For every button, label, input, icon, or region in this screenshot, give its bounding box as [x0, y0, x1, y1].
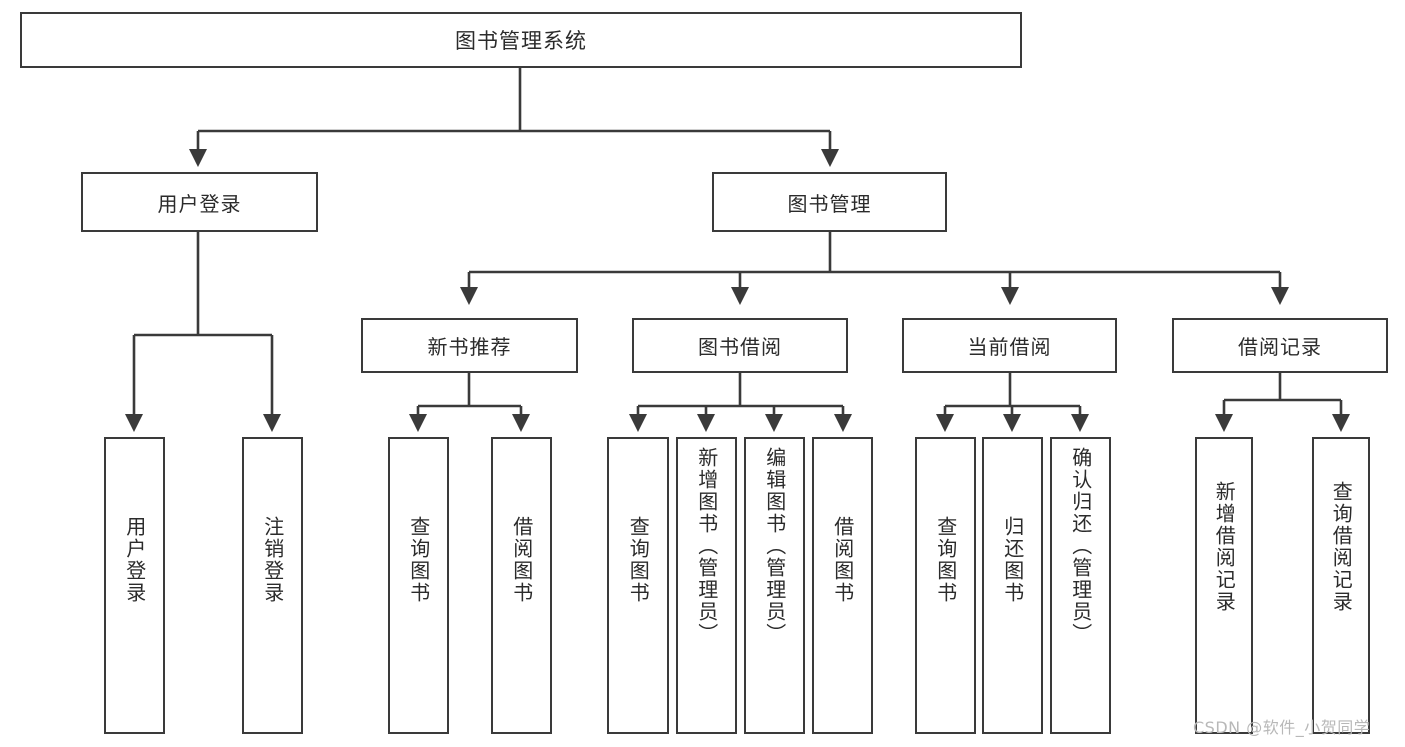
- node-current-borrow[interactable]: 当前借阅: [902, 318, 1117, 373]
- leaf-label: 用户登录: [122, 516, 147, 604]
- node-root-system[interactable]: 图书管理系统: [20, 12, 1022, 68]
- leaf-label: 查询图书: [933, 516, 958, 604]
- node-borrow-record[interactable]: 借阅记录: [1172, 318, 1388, 373]
- node-new-book-recommend[interactable]: 新书推荐: [361, 318, 578, 373]
- leaf-borrow-edit-book[interactable]: 编辑图书（管理员）: [744, 437, 805, 734]
- leaf-label: 借阅图书: [830, 516, 855, 604]
- leaf-new-book-query[interactable]: 查询图书: [388, 437, 449, 734]
- leaf-current-return-book[interactable]: 归还图书: [982, 437, 1043, 734]
- leaf-label: 编辑图书（管理员）: [762, 447, 787, 645]
- node-label: 图书管理: [787, 191, 872, 216]
- node-label: 图书管理系统: [455, 29, 587, 53]
- leaf-label: 新增图书（管理员）: [694, 447, 719, 645]
- node-book-management[interactable]: 图书管理: [712, 172, 947, 232]
- leaf-label: 借阅图书: [509, 516, 534, 604]
- leaf-borrow-borrow-book[interactable]: 借阅图书: [812, 437, 873, 734]
- leaf-record-add[interactable]: 新增借阅记录: [1195, 437, 1253, 734]
- node-label: 图书借阅: [698, 335, 782, 359]
- leaf-label: 查询借阅记录: [1329, 481, 1354, 613]
- watermark-text: CSDN @软件_小贺同学: [1193, 718, 1371, 737]
- leaf-record-query[interactable]: 查询借阅记录: [1312, 437, 1370, 734]
- leaf-label: 确认归还（管理员）: [1068, 447, 1093, 645]
- node-label: 新书推荐: [427, 335, 512, 359]
- node-label: 用户登录: [157, 191, 242, 216]
- leaf-current-confirm-return[interactable]: 确认归还（管理员）: [1050, 437, 1111, 734]
- leaf-label: 查询图书: [406, 516, 431, 604]
- leaf-label: 新增借阅记录: [1212, 481, 1237, 613]
- leaf-borrow-add-book[interactable]: 新增图书（管理员）: [676, 437, 737, 734]
- node-label: 借阅记录: [1238, 335, 1322, 359]
- leaf-current-query-book[interactable]: 查询图书: [915, 437, 976, 734]
- leaf-borrow-query-book[interactable]: 查询图书: [607, 437, 669, 734]
- leaf-label: 注销登录: [260, 516, 285, 604]
- leaf-new-book-borrow[interactable]: 借阅图书: [491, 437, 552, 734]
- node-book-borrow[interactable]: 图书借阅: [632, 318, 848, 373]
- leaf-user-login-logout[interactable]: 注销登录: [242, 437, 303, 734]
- node-user-login[interactable]: 用户登录: [81, 172, 318, 232]
- node-label: 当前借阅: [967, 335, 1052, 359]
- leaf-label: 归还图书: [1000, 516, 1025, 604]
- leaf-user-login-login[interactable]: 用户登录: [104, 437, 165, 734]
- leaf-label: 查询图书: [626, 516, 651, 604]
